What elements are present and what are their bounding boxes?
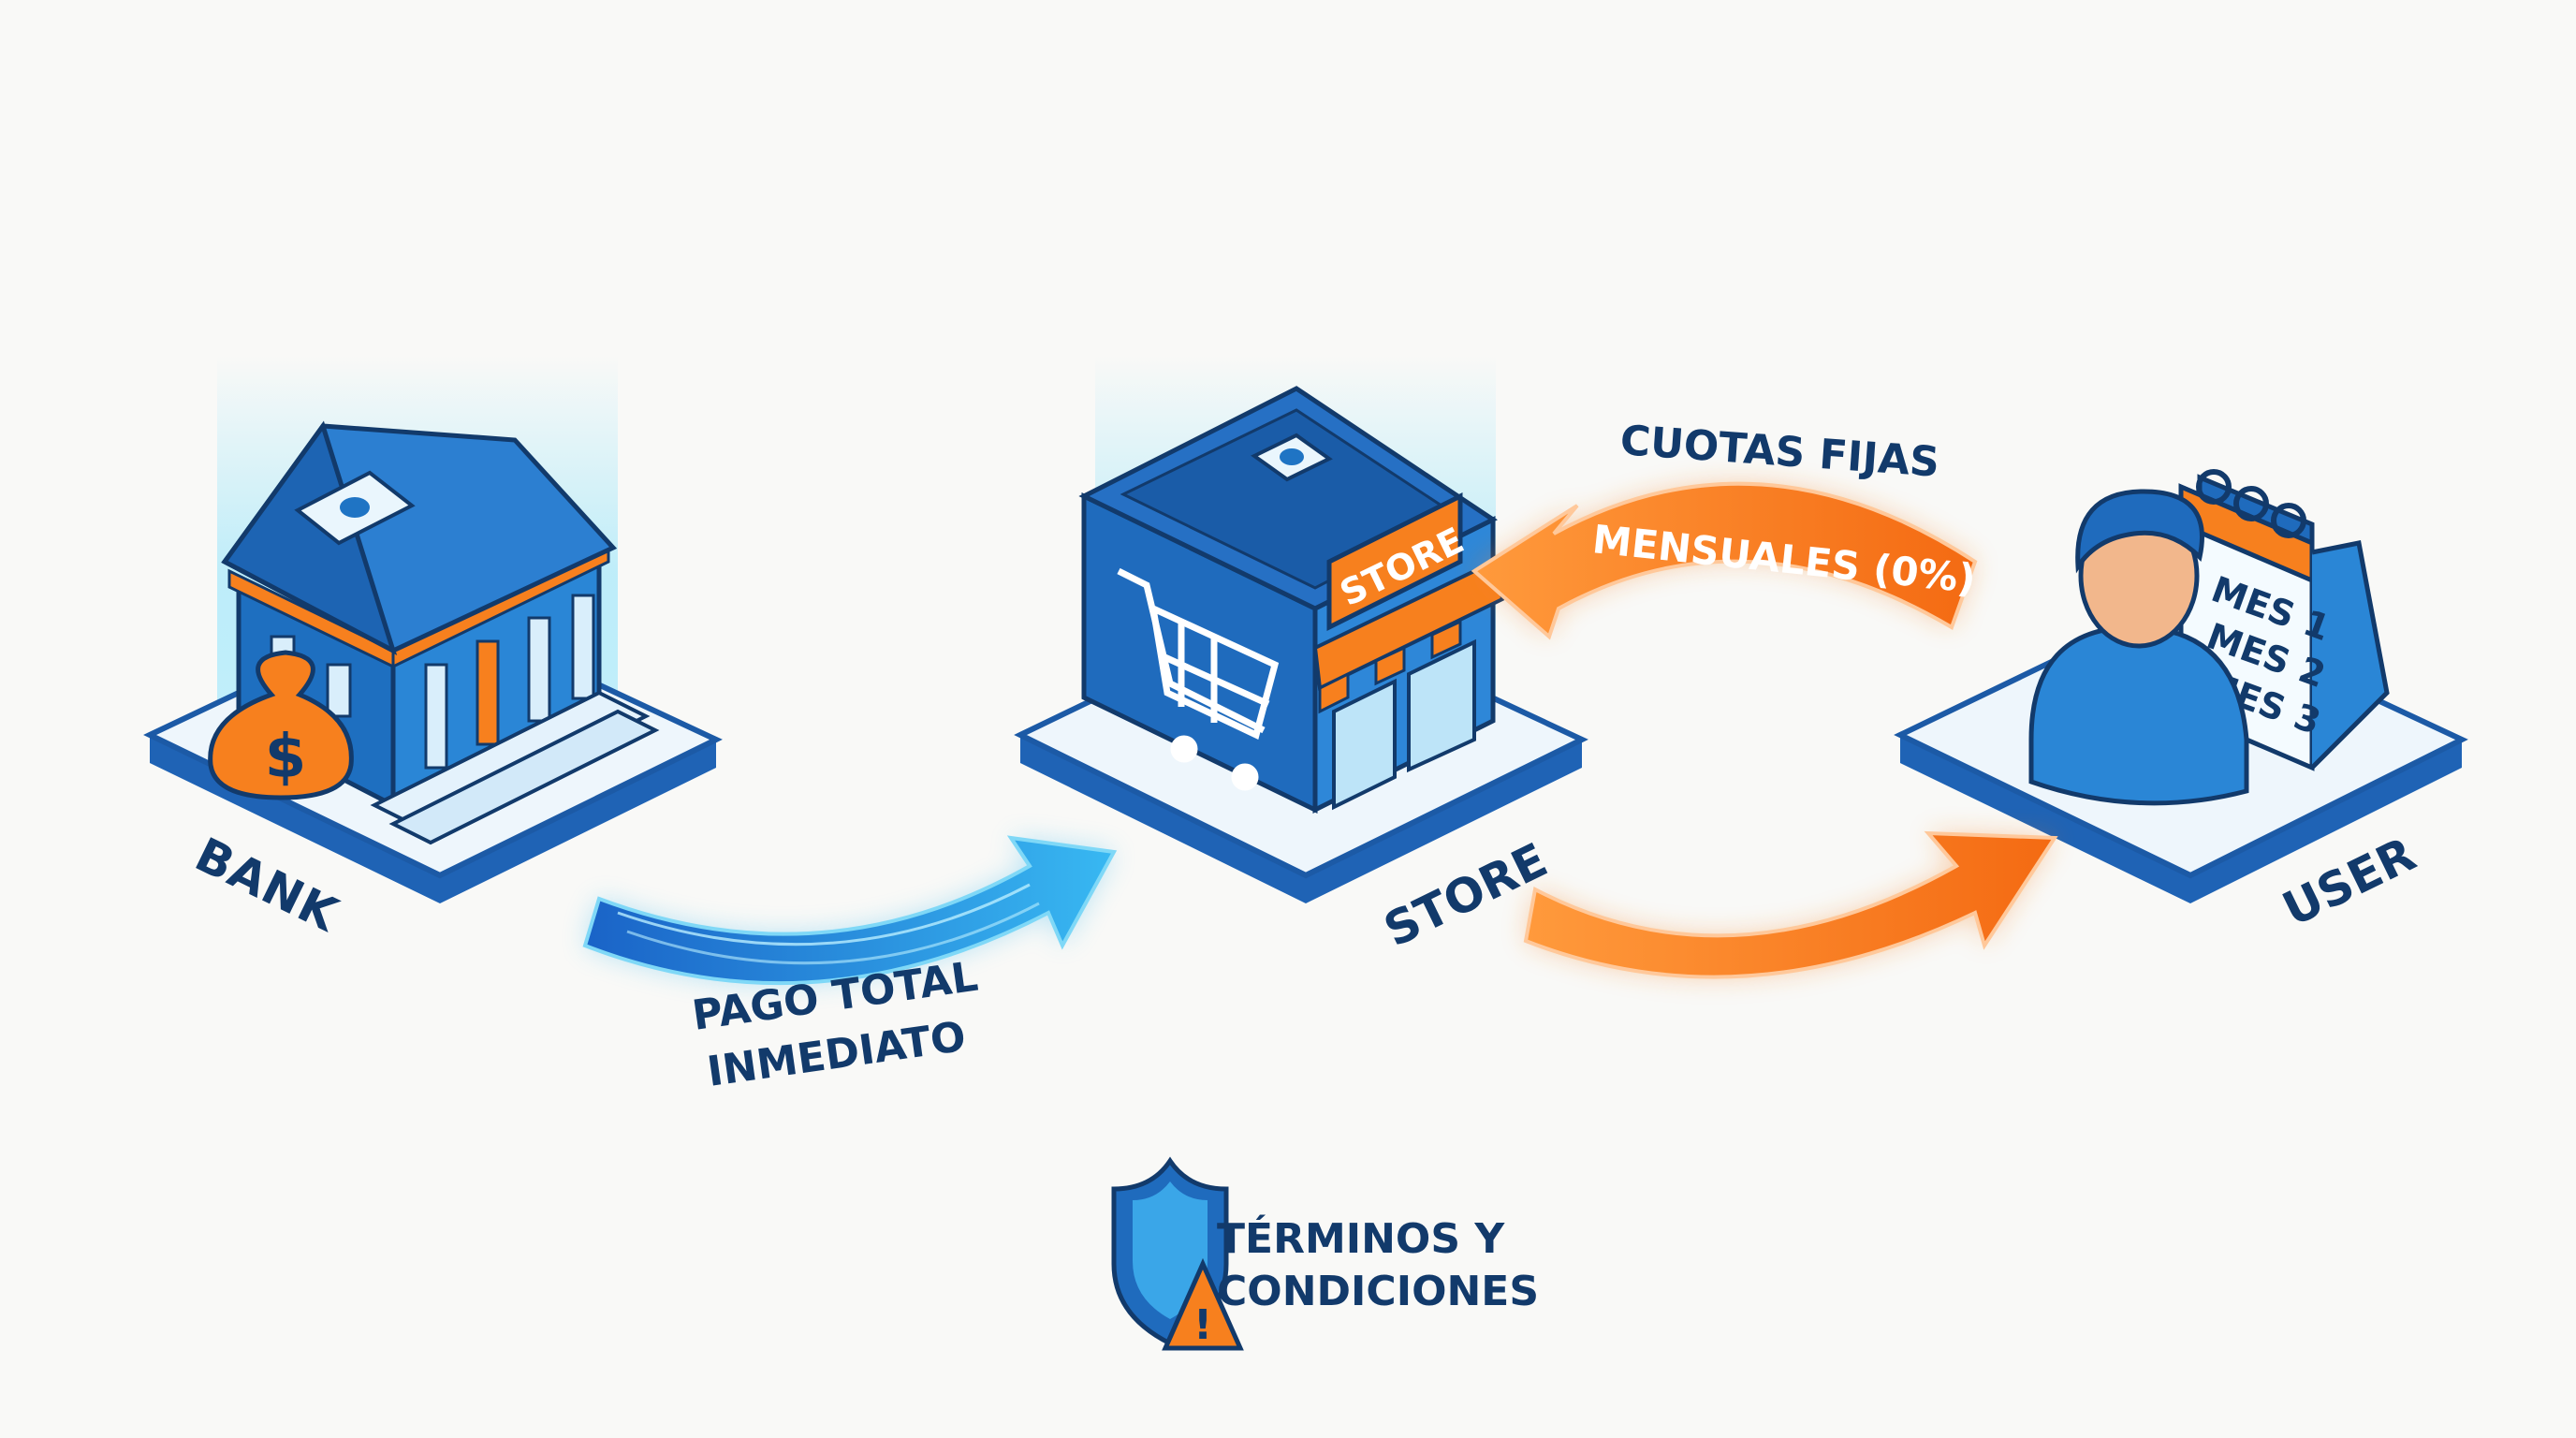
svg-text:!: ! <box>1193 1301 1212 1349</box>
terms-line-1: TÉRMINOS Y <box>1217 1213 1539 1266</box>
flow-label-user-to-store-1: CUOTAS FIJAS <box>1618 417 1940 487</box>
svg-text:$: $ <box>265 723 307 792</box>
terms-line-2: CONDICIONES <box>1217 1266 1539 1318</box>
terms-and-conditions[interactable]: TÉRMINOS Y CONDICIONES <box>1217 1213 1539 1318</box>
flow-arrow-bank-to-store <box>585 838 1114 983</box>
flow-arrow-store-to-user <box>1526 833 2055 977</box>
bank-node: $ BANK <box>150 356 716 943</box>
